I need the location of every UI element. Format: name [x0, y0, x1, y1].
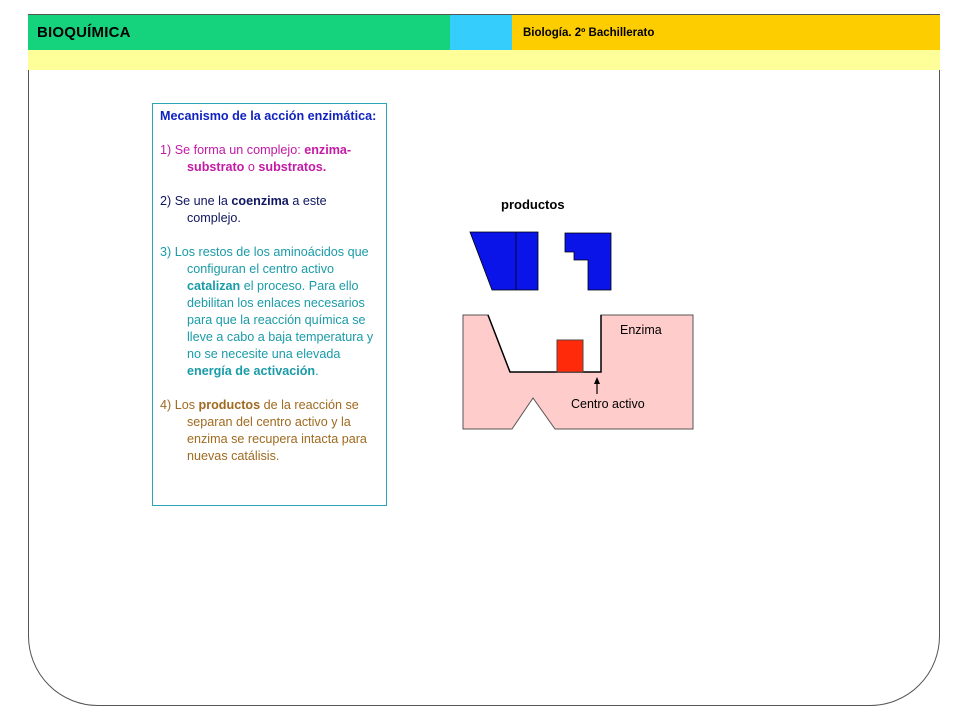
- page-title: BIOQUÍMICA: [37, 24, 131, 41]
- enzima-label: Enzima: [620, 323, 662, 337]
- step-2-text-b: coenzima: [231, 194, 288, 208]
- coenzyme-block: [557, 340, 583, 372]
- step-4-text-b: productos: [199, 398, 261, 412]
- step-1-text-d: substratos.: [258, 160, 326, 174]
- mechanism-textbox: Mecanismo de la acción enzimática: 1) Se…: [152, 103, 387, 506]
- step-1: 1) Se forma un complejo: enzima-substrat…: [160, 142, 380, 176]
- step-3-text-b: catalizan: [187, 279, 240, 293]
- header-cyan-band: [450, 15, 512, 50]
- step-1-text-a: 1) Se forma un complejo:: [160, 143, 304, 157]
- step-4: 4) Los productos de la reacción se separ…: [160, 397, 380, 465]
- mechanism-heading: Mecanismo de la acción enzimática:: [160, 108, 380, 125]
- step-3-text-a: 3) Los restos de los aminoácidos que con…: [160, 245, 369, 276]
- step-2: 2) Se une la coenzima a este complejo.: [160, 193, 380, 227]
- step-3-text-e: .: [315, 364, 319, 378]
- product-shape-right: [565, 233, 611, 290]
- product-shape-left: [470, 232, 538, 290]
- step-3: 3) Los restos de los aminoácidos que con…: [160, 244, 380, 380]
- productos-label: productos: [501, 197, 565, 212]
- page-subtitle: Biología. 2º Bachillerato: [523, 27, 654, 39]
- centro-activo-label: Centro activo: [571, 397, 645, 411]
- enzyme-diagram: [440, 190, 720, 450]
- step-3-text-d: energía de activación: [187, 364, 315, 378]
- step-2-text-a: 2) Se une la: [160, 194, 231, 208]
- step-1-text-c: o: [244, 160, 258, 174]
- header-light-yellow-band: [28, 50, 940, 70]
- mechanism-heading-text: Mecanismo de la acción enzimática:: [160, 109, 376, 123]
- step-4-text-a: 4) Los: [160, 398, 199, 412]
